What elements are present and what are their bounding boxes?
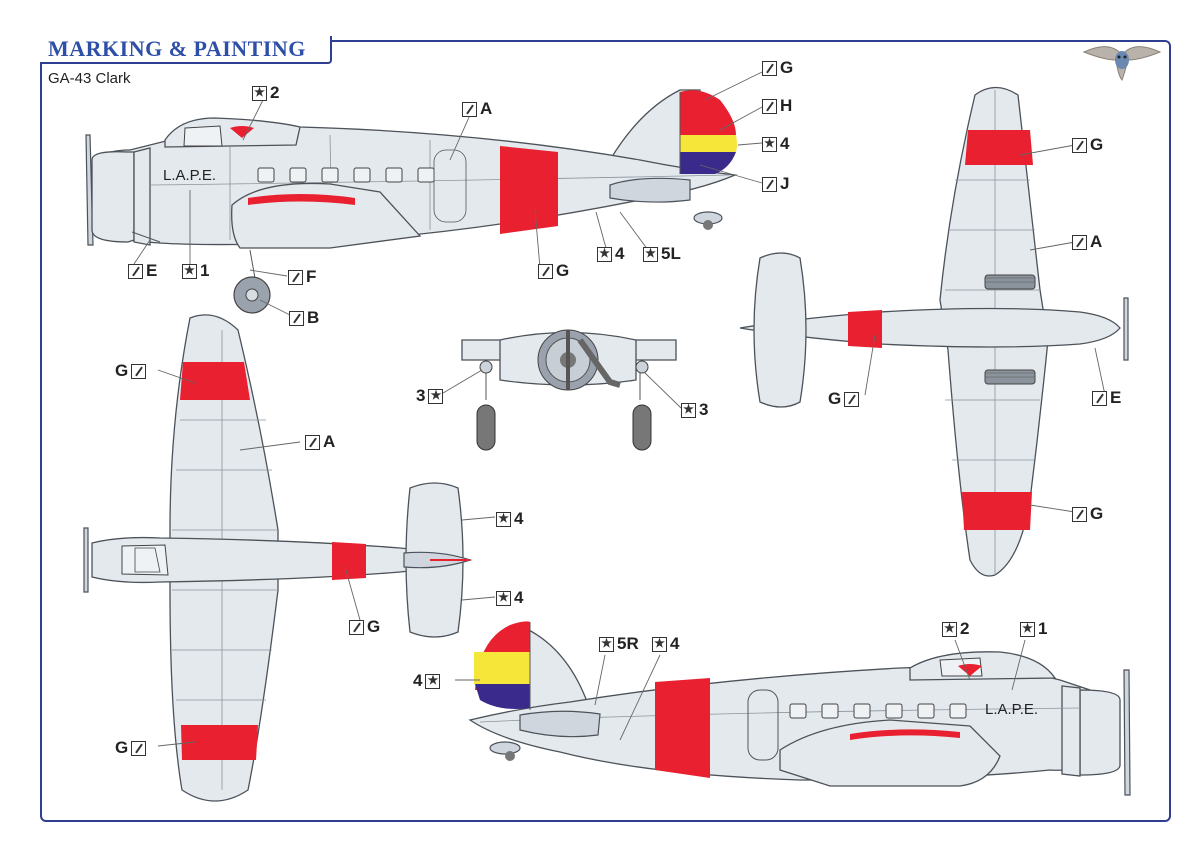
decal-icon [496, 511, 511, 527]
brush-icon [462, 101, 477, 117]
decal-icon [428, 388, 444, 404]
decal-icon [252, 85, 267, 101]
brush-icon [349, 619, 364, 635]
callout-decal-1: 1 [1020, 619, 1047, 639]
decal-icon [597, 246, 612, 262]
decal-icon [942, 621, 957, 637]
callout-paint-b: B [289, 308, 319, 328]
callout-paint-g: G [349, 617, 380, 637]
callout-decal-4: 4 [413, 671, 441, 691]
decal-icon [762, 136, 777, 152]
callout-decal-3: 3 [681, 400, 708, 420]
callout-paint-g: G [538, 261, 569, 281]
callout-paint-a: A [462, 99, 492, 119]
callout-decal-4: 4 [496, 588, 523, 608]
callout-decal-4: 4 [496, 509, 523, 529]
aircraft-name: GA-43 Clark [48, 70, 131, 87]
leader-lines [129, 71, 1106, 747]
title-tab [40, 36, 332, 64]
callout-decal-4: 4 [762, 134, 789, 154]
callout-paint-j: J [762, 174, 789, 194]
callout-paint-h: H [762, 96, 792, 116]
brush-icon [762, 98, 777, 114]
callout-decal-3: 3 [416, 386, 444, 406]
decal-icon [182, 263, 197, 279]
callout-paint-g: G [115, 361, 147, 381]
callout-paint-f: F [288, 267, 316, 287]
callout-paint-g: G [1072, 504, 1103, 524]
brush-icon [288, 269, 303, 285]
brush-icon [844, 391, 860, 407]
callout-decal-4: 4 [597, 244, 624, 264]
decal-icon [652, 636, 667, 652]
brush-icon [762, 60, 777, 76]
brush-icon [538, 263, 553, 279]
callout-decal-2: 2 [252, 83, 279, 103]
decal-icon [643, 246, 658, 262]
right-side-view [468, 621, 1131, 796]
callout-decal-5r: 5R [599, 634, 639, 654]
callout-paint-g: G [762, 58, 793, 78]
top-view [739, 86, 1129, 577]
brush-icon [131, 363, 147, 379]
callout-decal-2: 2 [942, 619, 969, 639]
callout-decal-4: 4 [652, 634, 679, 654]
callout-paint-e: E [1092, 388, 1121, 408]
callout-paint-g: G [1072, 135, 1103, 155]
decal-icon [681, 402, 696, 418]
callout-decal-5l: 5L [643, 244, 681, 264]
brush-icon [289, 310, 304, 326]
brush-icon [1092, 390, 1107, 406]
brush-icon [305, 434, 320, 450]
brush-icon [1072, 234, 1087, 250]
callout-paint-e: E [128, 261, 157, 281]
brush-icon [1072, 506, 1087, 522]
port-registration-text: L.A.P.E. [163, 167, 216, 184]
callout-paint-g: G [828, 389, 860, 409]
owl-logo-icon [1082, 46, 1162, 81]
starboard-registration-text: L.A.P.E. [985, 701, 1038, 718]
page-frame [40, 40, 1171, 822]
brush-icon [128, 263, 143, 279]
brush-icon [762, 176, 777, 192]
decal-icon [599, 636, 614, 652]
callout-paint-a: A [1072, 232, 1102, 252]
brush-icon [131, 740, 147, 756]
brush-icon [1072, 137, 1087, 153]
page-title: MARKING & PAINTING [48, 36, 306, 61]
decal-icon [425, 673, 441, 689]
front-view [461, 329, 677, 451]
decal-icon [496, 590, 511, 606]
left-side-view [85, 89, 738, 314]
callout-paint-g: G [115, 738, 147, 758]
callout-decal-1: 1 [182, 261, 209, 281]
bottom-view [83, 314, 473, 802]
decal-icon [1020, 621, 1035, 637]
callout-paint-a: A [305, 432, 335, 452]
